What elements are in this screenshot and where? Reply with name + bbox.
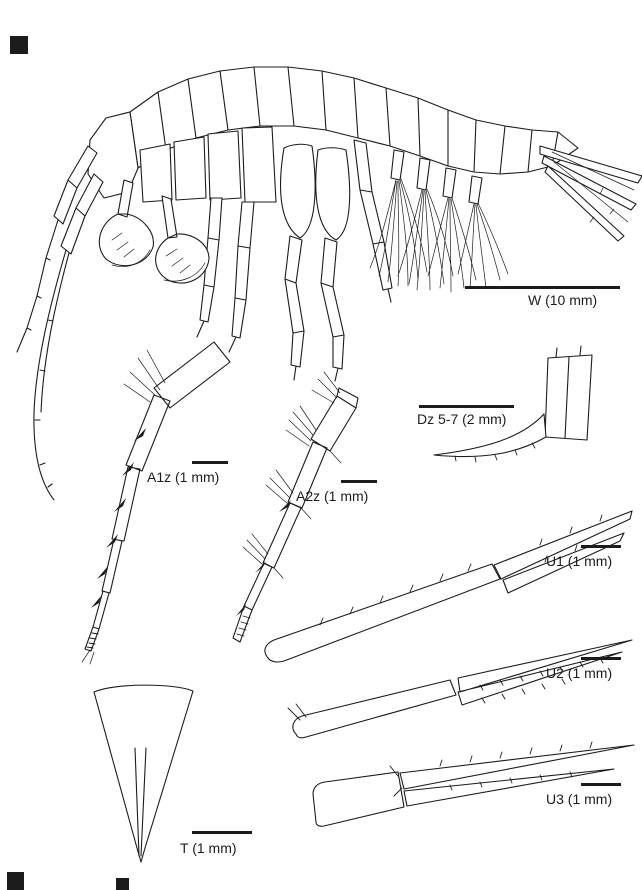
scale-label-dz: Dz 5-7 (2 mm) [417,411,507,427]
antenna-2 [60,173,104,255]
telson-outline [93,684,194,863]
scale-bar-u1 [581,545,621,548]
antenna-1-flagellum [16,219,59,353]
u2-serrations [287,657,604,721]
antenna-1 [53,145,98,225]
scale-label-a1z: A1z (1 mm) [147,469,220,485]
a1z-setae [81,349,166,665]
u3-peduncle [312,771,405,827]
scale-label-u2: U2 (1 mm) [546,665,613,681]
u2-peduncle [292,679,457,739]
telson-cleft [134,747,147,857]
scale-bar-dz [419,405,514,408]
a1z-articles [84,341,231,652]
a1z-tip-annulations [86,632,99,649]
u2-rami [457,639,633,706]
u3-serrations [389,741,593,797]
registration-mark-bottom-left [7,872,24,890]
dz-article-midline [555,345,582,439]
scale-bar-u2 [581,657,621,660]
scale-label-t: T (1 mm) [180,840,237,856]
a2z-tip-annulations [236,615,251,637]
pereopod-claws [196,288,392,382]
antenna1-detail-drawing [81,341,231,665]
scale-bar-u3 [581,783,621,786]
scale-bar-w [465,286,620,289]
dz-article [544,354,593,441]
scale-bar-t [192,831,252,834]
tail-uropod-setae [551,151,635,223]
scale-label-a2z: A2z (1 mm) [296,488,369,504]
a2z-setae [242,371,342,579]
scale-bar-a2z [341,480,377,483]
coxal-plates [139,126,277,203]
antenna-2-flagellum [33,249,70,501]
scale-label-u1: U1 (1 mm) [546,553,613,569]
whole-animal-drawing [16,66,642,501]
pleopod-setae [369,178,509,293]
u1-spines [319,514,603,626]
gnathopod-detail [111,232,206,282]
telson-drawing [93,684,194,863]
u1-rami [493,510,633,594]
uropod3-drawing [312,741,635,827]
uropod1-drawing [264,510,633,663]
u3-rami [399,744,635,807]
uropod2-drawing [287,639,633,739]
antenna2-detail-drawing [232,371,359,643]
a2z-spines [236,500,291,616]
registration-mark-bottom-center [116,878,129,890]
scale-bar-a1z [192,461,228,464]
pereopods [199,139,393,370]
tail-uropods [539,145,642,242]
u1-peduncle [264,563,501,663]
basis-plates [279,143,351,241]
registration-mark-top-left [10,36,28,54]
dz-claw-ticks [454,442,536,463]
scale-label-u3: U3 (1 mm) [546,791,613,807]
scale-label-w: W (10 mm) [528,292,598,308]
dactyl-detail-drawing [433,345,593,463]
dz-claw [433,413,547,458]
